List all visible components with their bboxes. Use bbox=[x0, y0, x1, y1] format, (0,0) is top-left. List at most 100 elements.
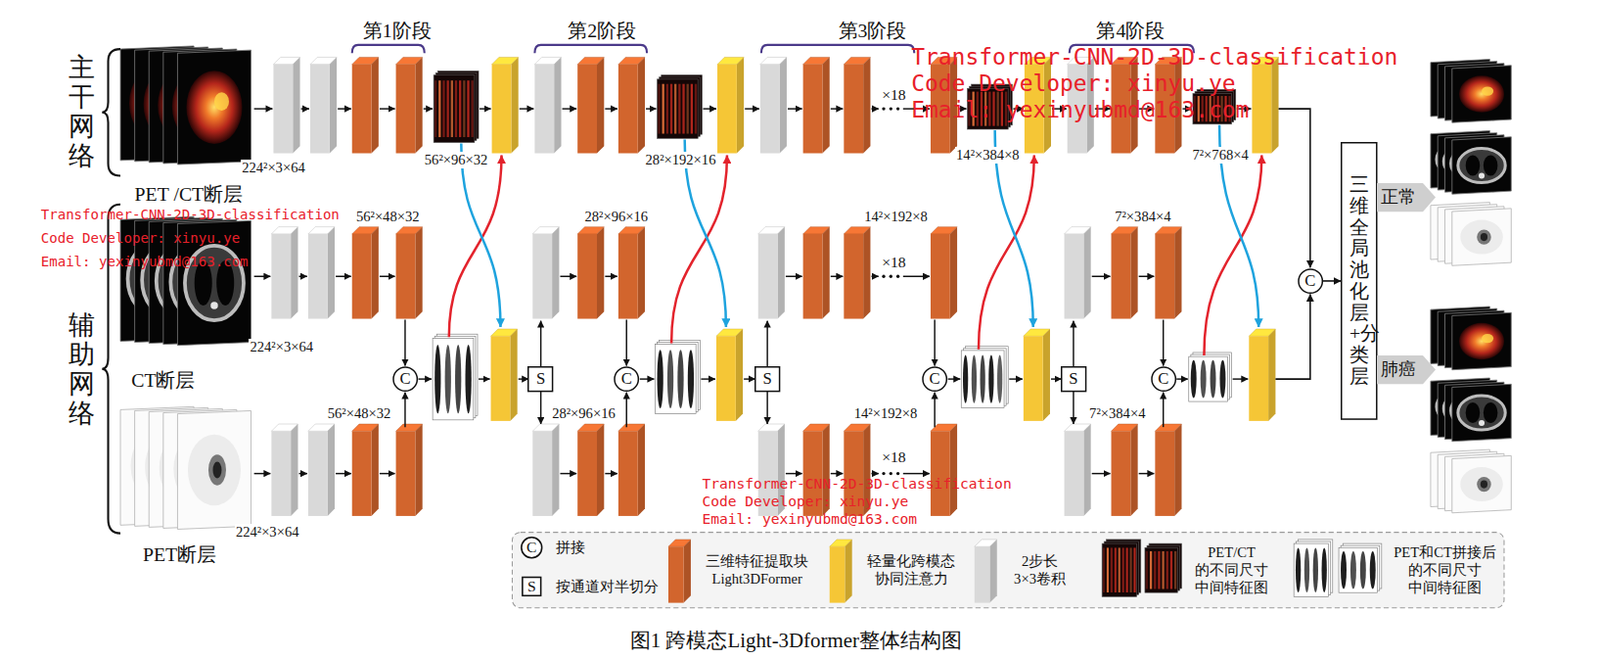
node-text: C bbox=[929, 369, 941, 388]
arrow bbox=[785, 275, 803, 277]
light3dformer-block bbox=[803, 56, 830, 153]
stage-bracket bbox=[761, 45, 915, 53]
node-text: C bbox=[1304, 272, 1316, 290]
arrow bbox=[519, 107, 535, 109]
dimension-label: 224²×3×64 bbox=[240, 159, 307, 177]
node-text: 正常 bbox=[1380, 187, 1417, 208]
map-band bbox=[1210, 360, 1217, 399]
map-stripe bbox=[1126, 547, 1129, 593]
block-side bbox=[551, 227, 559, 320]
box-outline bbox=[1061, 366, 1087, 392]
light3dformer-block bbox=[352, 56, 379, 153]
dot bbox=[881, 274, 885, 278]
dimension-label: 28²×96×16 bbox=[583, 208, 649, 226]
arrow bbox=[562, 107, 578, 109]
concat-node: C bbox=[613, 365, 640, 392]
map-band bbox=[1190, 360, 1197, 399]
watermark: Transformer-CNN-2D-3D-classification bbox=[701, 475, 1011, 493]
map-stripe bbox=[1114, 547, 1117, 593]
stage-bracket bbox=[352, 45, 425, 53]
main-to-aux-arrow bbox=[460, 143, 501, 327]
dimension-label: 56²×96×32 bbox=[423, 151, 490, 169]
scan-body bbox=[185, 70, 242, 144]
light3dformer-block bbox=[1154, 227, 1182, 320]
image-stack bbox=[120, 406, 251, 529]
block-side bbox=[414, 423, 422, 516]
map-stripe bbox=[657, 84, 660, 135]
scan-body bbox=[187, 434, 241, 506]
arrow bbox=[830, 107, 844, 109]
map-stripe bbox=[1102, 547, 1105, 593]
pool-classifier-box: 三维全局池化层+分类层 bbox=[1340, 141, 1378, 420]
block-side bbox=[1268, 328, 1276, 421]
watermark: Email: yexinyubmd@163.com bbox=[41, 253, 249, 270]
map-band bbox=[434, 344, 441, 413]
slice-frame bbox=[1452, 208, 1511, 266]
aux-to-main-arrow bbox=[449, 155, 503, 338]
dimension-label: 14²×384×8 bbox=[955, 146, 1021, 164]
block-front bbox=[717, 64, 737, 154]
arrow bbox=[933, 320, 935, 366]
map-stripe bbox=[662, 84, 665, 135]
block-front bbox=[396, 233, 416, 320]
block-side bbox=[822, 56, 829, 153]
map-layer bbox=[432, 337, 474, 419]
block-front bbox=[491, 335, 511, 421]
block-side bbox=[779, 56, 787, 153]
light3dformer-block bbox=[843, 227, 870, 320]
block-side bbox=[989, 539, 997, 603]
map-stripe bbox=[1122, 547, 1125, 593]
legend-swatch bbox=[829, 539, 853, 603]
block-side bbox=[327, 423, 335, 516]
block-side bbox=[638, 423, 645, 516]
feature-map-petct bbox=[1101, 539, 1142, 596]
map-stripe bbox=[1110, 547, 1113, 593]
aux-to-main-arrow bbox=[671, 155, 728, 344]
block-side bbox=[863, 227, 870, 320]
map-band bbox=[1304, 547, 1310, 593]
block-front bbox=[760, 64, 780, 154]
arrow bbox=[787, 107, 803, 109]
arrow bbox=[604, 107, 618, 109]
node-text: C bbox=[621, 369, 633, 388]
block-front bbox=[803, 64, 823, 154]
image-label: PET /CT断层 bbox=[135, 182, 244, 206]
map-band bbox=[962, 355, 968, 404]
network-label: 辅助网络 bbox=[68, 311, 95, 428]
map-stripe bbox=[1166, 550, 1169, 590]
scan-blob bbox=[212, 460, 222, 478]
dimension-label: 7²×384×4 bbox=[1113, 208, 1172, 226]
map-band bbox=[1313, 547, 1319, 593]
repeat-count: ×18 bbox=[880, 448, 907, 466]
watermark: Code Developer: xinyu.ye bbox=[911, 70, 1235, 96]
block-front bbox=[668, 546, 685, 602]
block-front bbox=[618, 233, 639, 320]
legend-frame bbox=[511, 532, 1505, 608]
legend-split-sample bbox=[522, 577, 542, 596]
block-front bbox=[1248, 335, 1269, 421]
scan-body bbox=[1459, 75, 1505, 112]
light3dformer-block bbox=[396, 56, 423, 153]
arrow bbox=[645, 107, 656, 109]
feature-map-fused bbox=[432, 333, 478, 420]
map-band bbox=[980, 355, 986, 404]
cross-modal-attention-block bbox=[491, 328, 518, 421]
scan-blob bbox=[1476, 228, 1492, 244]
block-side bbox=[509, 328, 517, 421]
dot bbox=[896, 106, 900, 110]
map-band bbox=[971, 355, 977, 404]
stride-conv-block bbox=[1064, 423, 1092, 516]
dimension-label: 56²×48×32 bbox=[326, 405, 393, 422]
scan-lung bbox=[1483, 402, 1499, 423]
map-stripe bbox=[694, 84, 697, 135]
arrow bbox=[766, 320, 768, 368]
block-front bbox=[271, 233, 291, 320]
block-side bbox=[1083, 227, 1091, 320]
light3dformer-block bbox=[618, 227, 645, 320]
block-side bbox=[553, 56, 561, 153]
output-class-arrow: 肺癌 bbox=[1376, 355, 1436, 384]
map-stripe bbox=[1161, 550, 1164, 590]
arrow bbox=[479, 107, 491, 109]
map-band bbox=[1200, 360, 1207, 399]
light3dformer-block bbox=[577, 56, 604, 153]
